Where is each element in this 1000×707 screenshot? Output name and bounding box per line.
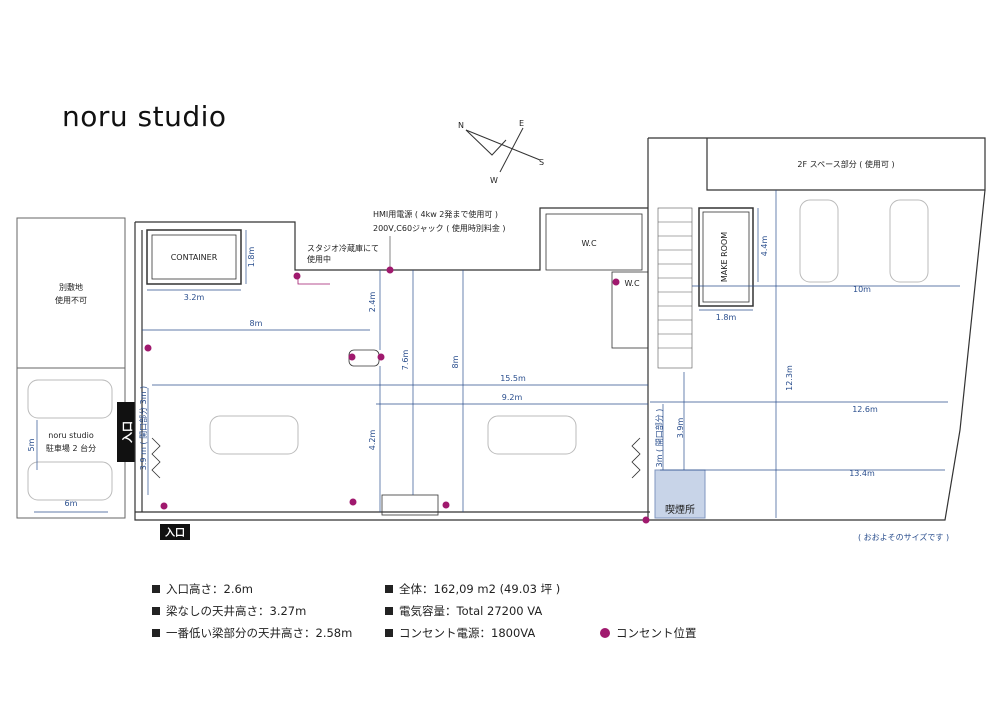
dim-3m-left: 3.9 m ( 開口部分 3m ) (138, 386, 148, 470)
outlet-marker (642, 516, 650, 524)
legend-item: 一番低い梁部分の天井高さ：2.58m (152, 622, 352, 644)
outlet-dot-icon (600, 628, 610, 638)
square-bullet-icon (385, 607, 393, 615)
compass-rose (465, 127, 541, 173)
compass-n: N (458, 121, 464, 130)
parking-car-icon (27, 379, 113, 501)
side-entrance-label: 入口 (121, 421, 134, 443)
fridge-note-2: 使用中 (307, 254, 331, 264)
dim-13-4: 13.4m (849, 469, 875, 478)
wc-room-1 (545, 213, 643, 271)
dim-8v: 8m (451, 355, 460, 368)
make-room (698, 207, 754, 307)
parking-label-1: noru studio (48, 431, 94, 440)
outlet-marker (612, 278, 620, 286)
studio-walls (134, 137, 986, 521)
dim-6: 6m (65, 499, 78, 508)
dim-8: 8m (250, 319, 263, 328)
fridge-note-1: スタジオ冷蔵庫にて (307, 243, 379, 253)
wc-label-2: W.C (624, 279, 640, 288)
neighbor-label-2: 使用不可 (55, 295, 87, 305)
outlet-marker (160, 502, 168, 510)
outlet-marker (386, 266, 394, 274)
legend-col-2: 全体：162,09 m2 (49.03 坪 ) 電気容量：Total 27200… (385, 578, 560, 644)
hmi-note-1: HMI用電源 ( 4kw 2発まで使用可 ) (373, 209, 498, 219)
outlet-marker (377, 353, 385, 361)
neighbor-lot (16, 217, 126, 369)
legend-item: 梁なしの天井高さ：3.27m (152, 600, 352, 622)
square-bullet-icon (385, 629, 393, 637)
outlet-marker (348, 353, 356, 361)
space-2f-label: 2F スペース部分 ( 使用可 ) (797, 159, 894, 169)
dim-3-2: 3.2m (184, 293, 205, 302)
dim-3-9: 3.9m (676, 418, 685, 439)
bottom-entrance-label: 入口 (165, 527, 185, 539)
dim-12-6: 12.6m (852, 405, 878, 414)
legend-item: コンセント電源：1800VA (385, 622, 560, 644)
wc-room-2 (611, 271, 649, 349)
neighbor-label-1: 別敷地 (59, 282, 83, 292)
dim-3m-right: 3m ( 開口部分 ) (654, 409, 664, 468)
legend-col-1: 入口高さ：2.6m 梁なしの天井高さ：3.27m 一番低い梁部分の天井高さ：2.… (152, 578, 352, 644)
parking-label-2: 駐車場 2 台分 (46, 443, 96, 453)
dim-5: 5m (27, 438, 36, 451)
shutter-left (151, 437, 161, 479)
dim-7-6: 7.6m (401, 350, 410, 371)
dim-1-8: 1.8m (247, 247, 256, 268)
wc-label-1: W.C (581, 239, 597, 248)
stairs (657, 207, 693, 369)
square-bullet-icon (152, 629, 160, 637)
dim-4-2: 4.2m (368, 430, 377, 451)
dim-4-4: 4.4m (760, 236, 769, 257)
bottom-entrance (160, 524, 190, 540)
page-title: noru studio (62, 100, 227, 133)
studio-car-icons (209, 415, 577, 455)
square-bullet-icon (152, 607, 160, 615)
dim-15-5: 15.5m (500, 374, 526, 383)
hmi-note-2: 200V,C60ジャック ( 使用時別料金 ) (373, 223, 506, 233)
compass-s: S (539, 158, 544, 167)
container-box (146, 229, 242, 285)
dim-2-4: 2.4m (368, 292, 377, 313)
outlet-markers (144, 266, 650, 524)
legend-item: 全体：162,09 m2 (49.03 坪 ) (385, 578, 560, 600)
legend-item: 入口高さ：2.6m (152, 578, 352, 600)
dim-9-2: 9.2m (502, 393, 523, 402)
outlet-marker (442, 501, 450, 509)
shutter-right (631, 437, 641, 479)
dim-1-8b: 1.8m (716, 313, 737, 322)
approx-note: ( おおよそのサイズです ) (858, 533, 950, 542)
square-bullet-icon (385, 585, 393, 593)
dim-12-3: 12.3m (785, 365, 794, 391)
outlet-marker (293, 272, 301, 280)
column (381, 494, 439, 516)
dim-lines (142, 190, 960, 518)
dim-10: 10m (853, 285, 871, 294)
compass-e: E (519, 119, 524, 128)
container-label: CONTAINER (171, 253, 218, 262)
square-bullet-icon (152, 585, 160, 593)
smoking-label: 喫煙所 (665, 504, 695, 516)
outlet-marker (144, 344, 152, 352)
smoking-area (654, 469, 706, 519)
legend-outlet: コンセント位置 (600, 578, 697, 644)
legend-item: 電気容量：Total 27200 VA (385, 600, 560, 622)
make-room-label: MAKE ROOM (720, 232, 729, 282)
outlet-marker (349, 498, 357, 506)
compass-w: W (490, 176, 498, 185)
right-car-icons (799, 199, 929, 283)
side-entrance (117, 402, 135, 462)
